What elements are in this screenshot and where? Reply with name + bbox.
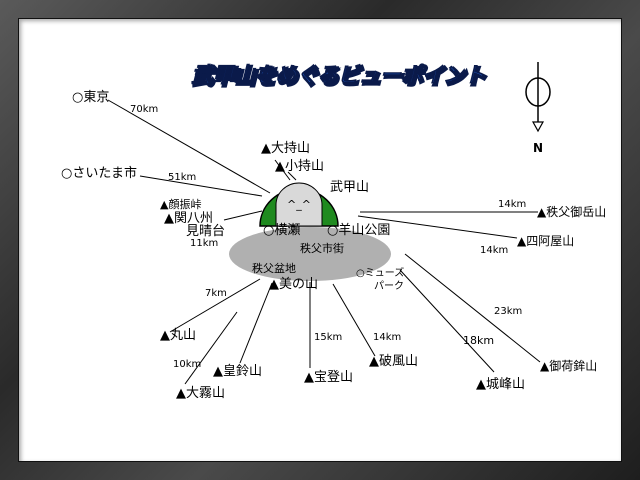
title-shadow: 武甲山をめぐるビューポイント [193,65,487,89]
compass-icon [525,62,551,133]
mountain-face: ^_^ [287,198,311,211]
sight-lines [107,99,541,385]
chichibu-basin [229,227,391,281]
spot-shiaya: ▲四阿屋山 [517,234,574,248]
distance-jomine: 18km [463,334,494,347]
spot-mitake: ▲秩父御岳山 [537,204,606,219]
spot-houtou: ▲宝登山 [304,370,353,385]
spot-museum: ○ミューズ [356,266,404,279]
distance-kosuzu: 10km [173,359,201,370]
distance-happu: 14km [373,332,401,343]
distance-tokyo: 70km [130,104,158,115]
compass-label: N [533,141,543,155]
spot-jomine: ▲城峰山 [476,377,525,392]
spot-happu: ▲破風山 [369,354,418,369]
spot-hitsujiyama: ○羊山公園 [327,222,390,238]
spot-kamihashi: ▲顔振峠 [160,197,201,211]
spot-tokyo: ○東京 [72,89,109,105]
spot-komochi: ▲小持山 [275,159,324,174]
basin-label: 秩父盆地 [252,261,296,275]
distance-mitake: 14km [498,199,526,210]
spot-sekihasshu: ▲関八州 [164,211,213,226]
spot-okiri: ▲大霧山 [176,386,225,401]
spot-miharashi: 見晴台 [186,224,225,239]
spot-omochi: ▲大持山 [261,141,310,156]
spot-kosuzu: ▲皇鈴山 [213,364,262,379]
distance-shiaya: 14km [480,245,508,256]
buko-mountain-icon: ^_^ [259,182,339,227]
title: 武甲山をめぐるビューポイント [191,63,485,87]
spot-saitama: ○さいたま市 [61,165,137,181]
distance-onida: 23km [494,306,522,317]
spot-maruyama: ▲丸山 [160,328,196,343]
distance-mino: 7km [205,288,227,299]
distance-miharashi: 11km [190,238,218,249]
spot-mino: ▲美の山 [269,277,318,292]
spot-yokoze: ○横瀬 [263,223,300,238]
city-label: 秩父市街 [300,241,344,255]
distance-saitama: 51km [168,172,196,183]
spot-onida: ▲御荷鉾山 [540,358,597,373]
center-label: 武甲山 [330,180,369,195]
spot-museum-line2: パーク [374,280,404,292]
distance-houtou: 15km [314,332,342,343]
